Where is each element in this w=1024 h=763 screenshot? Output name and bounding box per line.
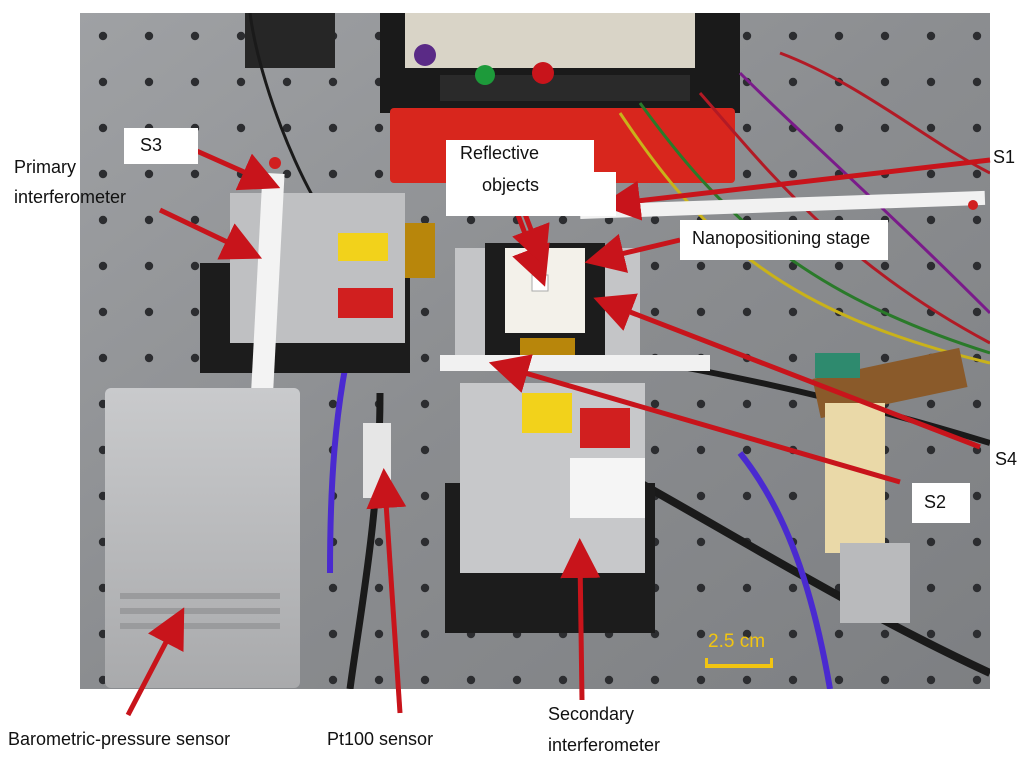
scale-bar <box>705 664 773 668</box>
label-primary-1: Primary <box>14 157 76 177</box>
label-nanostage: Nanopositioning stage <box>680 220 889 260</box>
primary-interferometer <box>200 193 435 373</box>
lab-setup-photo: 2.5 cm <box>80 13 990 689</box>
label-secondary-2: interferometer <box>548 735 661 755</box>
label-secondary-1: Secondary <box>548 704 635 724</box>
pt100-probe <box>363 423 391 498</box>
label-s1: S1 <box>993 147 1016 167</box>
label-s4: S4 <box>995 449 1018 469</box>
label-primary-2: interferometer <box>14 187 127 207</box>
barometric-pressure-sensor <box>105 388 300 688</box>
scale-label: 2.5 cm <box>708 631 765 652</box>
label-s2: S2 <box>912 483 970 523</box>
secondary-interferometer <box>445 383 655 633</box>
label-reflective-1: Reflective <box>446 140 594 174</box>
label-reflective-2: objects <box>446 172 616 216</box>
label-pt100: Pt100 sensor <box>327 729 434 749</box>
label-barometric: Barometric-pressure sensor <box>8 729 231 749</box>
nanopositioning-stage <box>455 243 640 368</box>
strip-sensor-s2 <box>440 355 710 371</box>
label-s3: S3 <box>124 128 198 164</box>
